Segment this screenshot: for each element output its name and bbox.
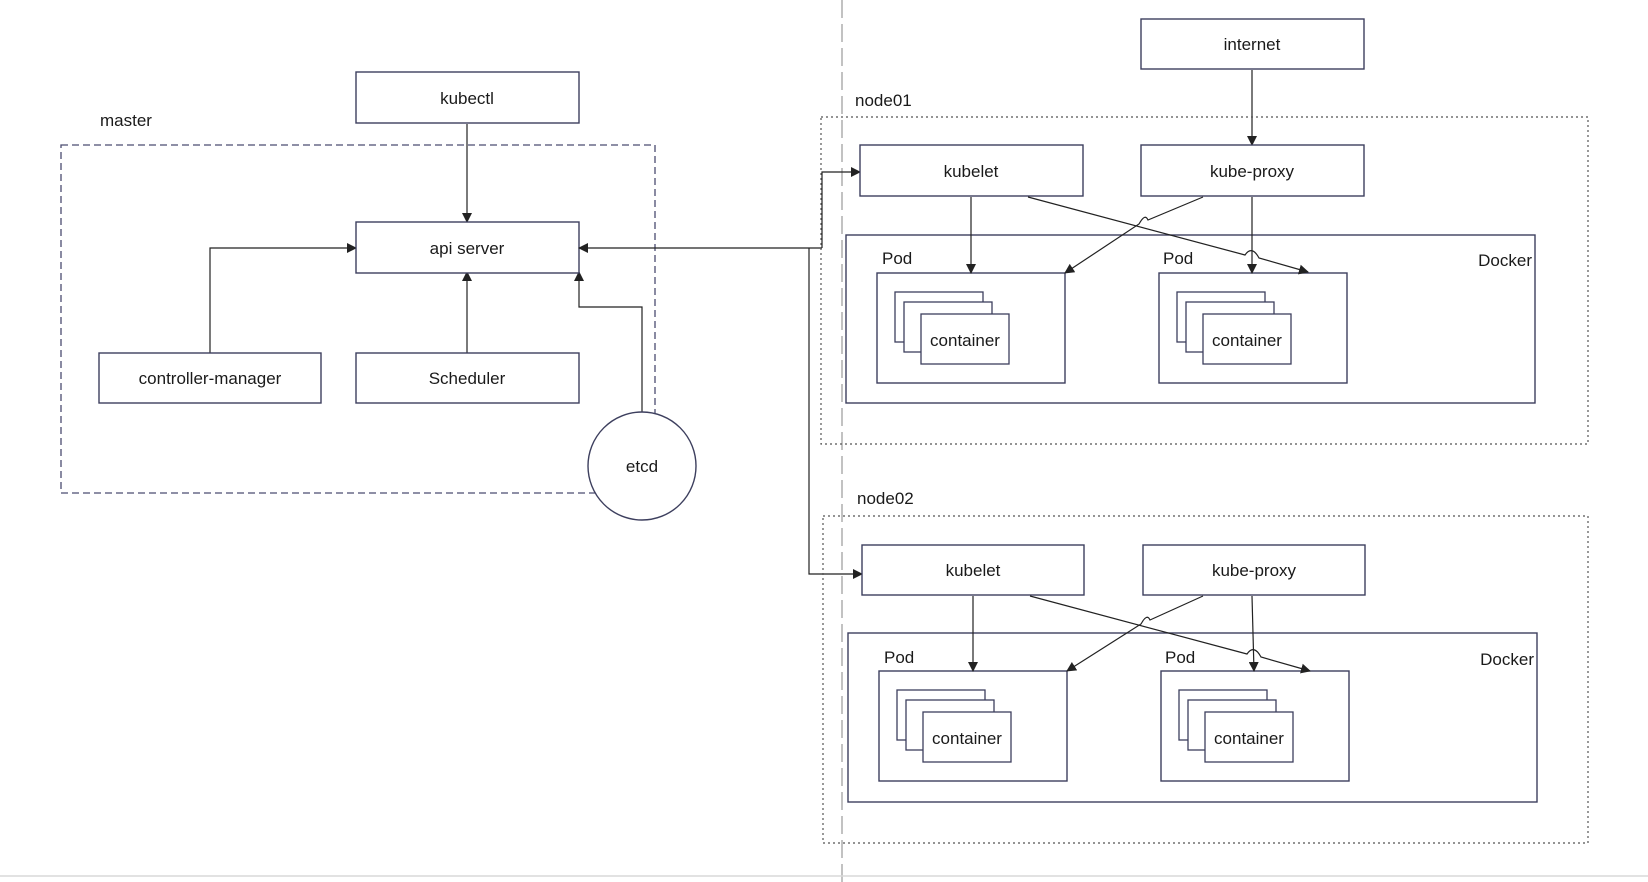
edge-api-node02-kubelet	[808, 248, 863, 579]
master-group	[60, 144, 656, 494]
node01-title: node01	[855, 91, 912, 110]
internet-label: internet	[1224, 35, 1281, 54]
node01-pod-2-label: Pod	[1163, 249, 1193, 268]
node01-pod-1[interactable]: Pod container	[876, 249, 1066, 384]
edge-node01-proxy-pod1	[1064, 196, 1204, 274]
node01-kube-proxy-box[interactable]: kube-proxy	[1140, 144, 1365, 197]
svg-text:container: container	[1212, 331, 1282, 350]
node02-pod-1[interactable]: Pod container	[878, 648, 1068, 782]
node01-group	[820, 116, 1589, 445]
controller-manager-label: controller-manager	[139, 369, 282, 388]
api-server-box[interactable]: api server	[355, 221, 580, 274]
node02-kubelet-label: kubelet	[946, 561, 1001, 580]
scheduler-label: Scheduler	[429, 369, 506, 388]
edge-node02-kubelet-pod2	[1029, 595, 1311, 674]
master-title: master	[100, 111, 152, 130]
svg-text:container: container	[1214, 729, 1284, 748]
node02-title: node02	[857, 489, 914, 508]
node01-pod-2-container[interactable]: container	[1202, 313, 1292, 365]
controller-manager-box[interactable]: controller-manager	[98, 352, 322, 404]
node02-pod-2[interactable]: Pod container	[1160, 648, 1350, 782]
api-server-label: api server	[430, 239, 505, 258]
node02-kube-proxy-label: kube-proxy	[1212, 561, 1297, 580]
node01-kubelet-label: kubelet	[944, 162, 999, 181]
etcd-node[interactable]: etcd	[587, 411, 697, 521]
node02-docker-label: Docker	[1480, 650, 1534, 669]
svg-text:container: container	[930, 331, 1000, 350]
edge-node02-proxy-pod2	[1248, 595, 1259, 672]
node02-group	[822, 515, 1589, 844]
node02-pod-2-label: Pod	[1165, 648, 1195, 667]
node01-docker-label: Docker	[1478, 251, 1532, 270]
etcd-label: etcd	[626, 457, 658, 476]
node02-kubelet-box[interactable]: kubelet	[861, 544, 1085, 596]
kubectl-label: kubectl	[440, 89, 494, 108]
node02-kube-proxy-box[interactable]: kube-proxy	[1142, 544, 1366, 596]
node02-pod-1-container[interactable]: container	[922, 711, 1012, 763]
edge-controller-api	[209, 243, 357, 353]
svg-text:container: container	[932, 729, 1002, 748]
node01-kube-proxy-label: kube-proxy	[1210, 162, 1295, 181]
node01-pod-1-label: Pod	[882, 249, 912, 268]
node02-pod-2-container[interactable]: container	[1204, 711, 1294, 763]
internet-box[interactable]: internet	[1140, 18, 1365, 70]
scheduler-box[interactable]: Scheduler	[355, 352, 580, 404]
edge-etcd-api	[574, 271, 643, 412]
node02-pod-1-label: Pod	[884, 648, 914, 667]
edge-api-node01-kubelet	[821, 167, 861, 248]
edge-node02-proxy-pod1	[1066, 595, 1204, 672]
kubectl-box[interactable]: kubectl	[355, 71, 580, 124]
node01-kubelet-box[interactable]: kubelet	[859, 144, 1084, 197]
node01-pod-1-container[interactable]: container	[920, 313, 1010, 365]
edge-node01-kubelet-pod2	[1027, 196, 1309, 275]
node01-pod-2[interactable]: Pod container	[1158, 249, 1348, 384]
